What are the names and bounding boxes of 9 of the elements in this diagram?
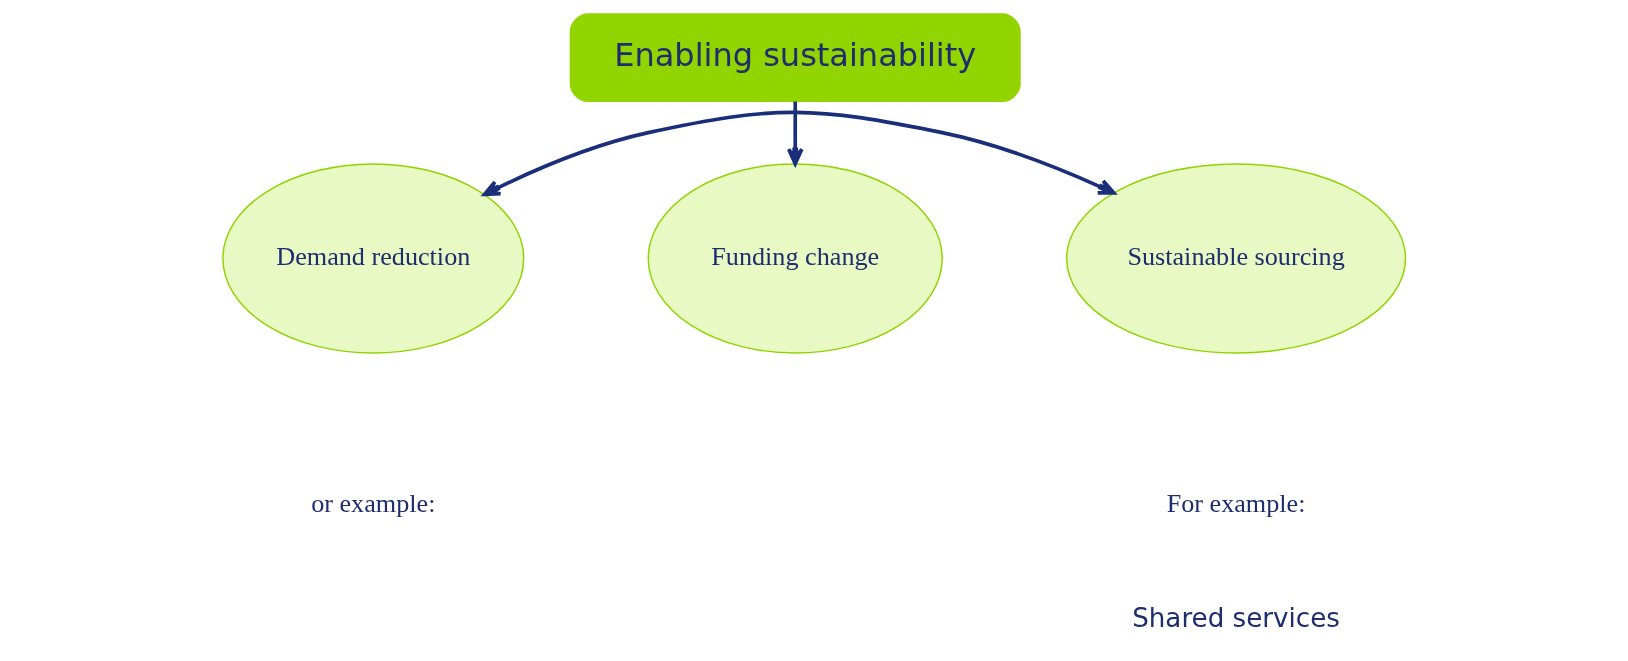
node-ellipse: Demand reduction: [222, 163, 525, 354]
arrow: [786, 101, 804, 166]
node-ellipse: Funding change: [647, 163, 943, 354]
node-ellipse: Sustainable sourcing: [1065, 163, 1407, 354]
label: Shared services: [1132, 603, 1340, 634]
node-box: Enabling sustainability: [569, 13, 1021, 103]
arrow: [482, 110, 1116, 197]
label: or example:: [311, 489, 436, 519]
label: For example:: [1166, 489, 1306, 519]
